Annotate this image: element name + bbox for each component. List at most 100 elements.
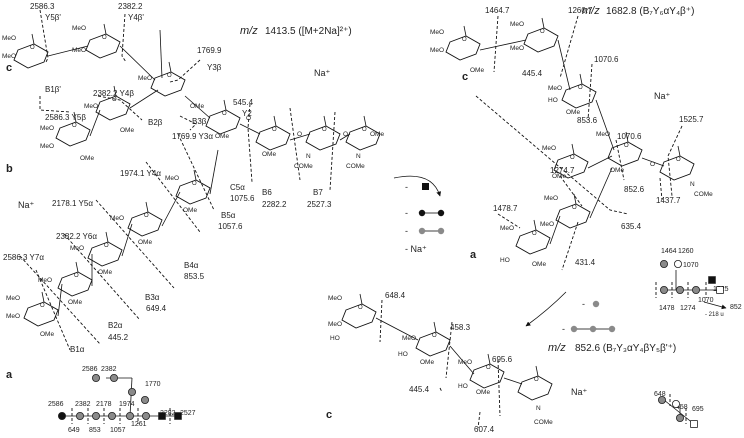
bond xyxy=(589,167,613,219)
loss-square xyxy=(422,183,429,190)
frag-label: 2527.3 xyxy=(307,200,332,209)
chem-group: MeO xyxy=(548,85,562,92)
main-title-value: 1413.5 ([M+2Na]²⁺) xyxy=(265,26,352,37)
frag-label: 635.4 xyxy=(621,222,642,231)
frag-label: 648.4 xyxy=(385,291,406,300)
chem-group: N xyxy=(536,405,541,412)
ring-oxygen: O xyxy=(572,205,577,211)
chem-group: MeO xyxy=(544,195,558,202)
frag-label: 695.6 xyxy=(492,355,513,364)
cleavage-y6a xyxy=(63,233,141,321)
symbol-circle xyxy=(92,411,101,420)
chem-group: HO xyxy=(548,97,558,104)
bond xyxy=(535,365,539,377)
bond xyxy=(193,169,197,181)
ring-oxygen: O xyxy=(322,127,327,133)
bond xyxy=(339,133,351,141)
chem-group: MeO xyxy=(72,25,86,32)
chem-group: N xyxy=(306,153,311,160)
cleavage-b7 xyxy=(329,111,336,191)
bond xyxy=(57,283,63,317)
fragment-cleavage-layer xyxy=(19,9,683,429)
symbol-link xyxy=(663,399,695,425)
frag-label: 1974.1 Y4α xyxy=(120,169,161,178)
cleavage-1478 xyxy=(497,213,521,229)
cleavage-458 xyxy=(445,321,453,379)
chem-group: OMe xyxy=(183,207,197,214)
bond xyxy=(289,133,311,141)
loss-circle-grey xyxy=(592,300,600,308)
symbol-circle xyxy=(660,285,669,294)
cleavage-1437 xyxy=(659,177,663,201)
bond xyxy=(573,193,577,205)
frag-label: B2α xyxy=(108,321,123,330)
cleavage-648 xyxy=(379,299,383,343)
frag-label: 853.6 xyxy=(577,116,598,125)
frag-label: B5α xyxy=(221,211,236,220)
chem-group: MeO xyxy=(70,245,84,252)
tr-na-ion: Na⁺ xyxy=(654,91,671,101)
symbol-square xyxy=(158,412,166,420)
frag-label: 2382.2 xyxy=(118,2,143,11)
bond xyxy=(41,291,45,303)
chem-group: OMe xyxy=(98,269,112,276)
chem-group: OMe xyxy=(68,299,82,306)
chem-group: MeO xyxy=(510,45,524,52)
symbol-circle xyxy=(110,373,119,382)
frag-label: 445.4 xyxy=(409,385,430,394)
chem-group: MeO xyxy=(458,359,472,366)
chem-group: O xyxy=(246,115,251,122)
chem-group: MeO xyxy=(540,221,554,228)
frag-label: Y2 xyxy=(242,109,252,118)
bond xyxy=(571,143,575,155)
frag-label: 2586.3 xyxy=(30,2,55,11)
chem-group: HO xyxy=(458,383,468,390)
chem-group: MeO xyxy=(510,21,524,28)
chem-group: O xyxy=(650,161,655,168)
bottom-title-value: 852.6 (B₇Y₃αY₄βY₅β'⁺) xyxy=(575,343,676,354)
ring-oxygen: O xyxy=(432,333,437,339)
bond xyxy=(89,109,101,137)
chem-group: OMe xyxy=(190,103,204,110)
bond xyxy=(47,45,89,57)
chem-group: MeO xyxy=(328,295,342,302)
chem-group: OMe xyxy=(138,239,152,246)
frag-label: 2382.2 Y4β xyxy=(93,89,134,98)
tr-label-c: c xyxy=(462,71,468,83)
cartoon-label: 1070 xyxy=(698,297,714,304)
cartoon-label: 852 xyxy=(730,304,742,311)
chem-group: MeO xyxy=(6,313,20,320)
cleavage-y4b-prime xyxy=(121,13,127,63)
chem-group: OMe xyxy=(532,261,546,268)
chem-group: MeO xyxy=(40,125,54,132)
cartoon-label: 1770 xyxy=(145,381,161,388)
bond xyxy=(533,219,537,231)
ring-oxygen: O xyxy=(192,181,197,187)
chem-group: MeO xyxy=(138,75,152,82)
frag-label: 1057.6 xyxy=(218,222,243,231)
chem-group: MeO xyxy=(2,35,16,42)
cleavage-y3a xyxy=(177,133,215,211)
bond xyxy=(168,61,172,73)
frag-label: 649.4 xyxy=(146,304,167,313)
frag-label: 545.4 xyxy=(233,98,254,107)
cartoon-label: 649 xyxy=(68,427,80,434)
symbol-circle xyxy=(140,395,149,404)
symbol-circle xyxy=(658,395,667,404)
chem-group: MeO xyxy=(430,29,444,36)
bond xyxy=(503,377,523,385)
cleavage-695 xyxy=(497,359,501,417)
cartoon-label: 1070 xyxy=(683,262,699,269)
bond xyxy=(129,89,159,109)
cartoon-label: 1464 xyxy=(661,248,677,255)
bond xyxy=(541,17,545,29)
symbol-circle xyxy=(126,411,135,420)
frag-label: C5α xyxy=(230,183,245,192)
main-label-b: b xyxy=(6,163,13,175)
loss-circle-black xyxy=(437,209,445,217)
ring-oxygen: O xyxy=(222,111,227,117)
frag-label: 2282.2 xyxy=(262,200,287,209)
cartoon-label: 2282 xyxy=(160,410,176,417)
bottom-na-ion: Na⁺ xyxy=(571,387,588,397)
